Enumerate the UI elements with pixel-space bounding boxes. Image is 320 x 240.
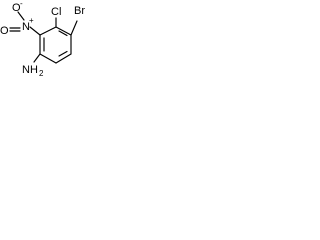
ring-bond-6 xyxy=(39,26,57,36)
bromine-label: Br xyxy=(74,5,85,17)
bromine-bond xyxy=(70,20,78,36)
ring-bond-1 xyxy=(55,26,72,36)
nitro-o-double-label: O xyxy=(0,25,9,37)
amine-label: NH xyxy=(22,64,38,76)
amine-bond xyxy=(33,53,41,63)
chemical-structure-drawing: Br Cl N + O - O NH 2 xyxy=(0,0,85,78)
chlorine-label: Cl xyxy=(51,6,61,18)
amine-subscript-label: 2 xyxy=(39,69,44,78)
nitro-bond xyxy=(29,26,41,36)
ring-double-bond-1 xyxy=(58,30,68,37)
nitro-o-single-label: O xyxy=(12,2,21,14)
ring-double-bond-2 xyxy=(58,50,68,57)
ring-bond-3 xyxy=(55,53,72,64)
nitro-n-label: N xyxy=(22,21,30,33)
structure-canvas: Br Cl N + O - O NH 2 xyxy=(0,0,91,85)
ring-bond-4 xyxy=(39,53,57,64)
nitro-o-single-bond xyxy=(17,11,25,21)
nitro-plus-label: + xyxy=(29,16,34,25)
nitro-minus-label: - xyxy=(20,0,23,8)
